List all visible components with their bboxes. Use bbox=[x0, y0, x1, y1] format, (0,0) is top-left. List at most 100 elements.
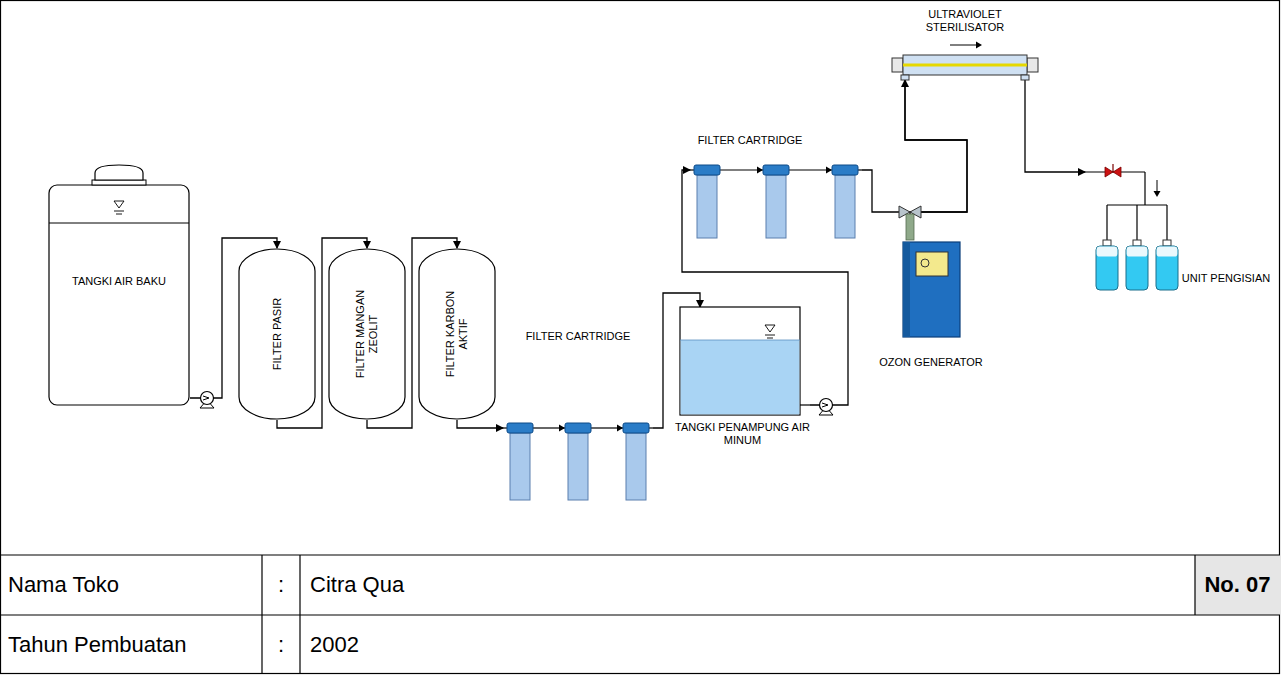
pipe bbox=[720, 169, 763, 170]
pump-symbol bbox=[200, 392, 214, 409]
pipe bbox=[789, 169, 832, 170]
water-surface bbox=[49, 223, 189, 224]
table-line bbox=[299, 555, 300, 674]
water-pipe bbox=[862, 80, 967, 212]
fill-nozzle bbox=[1166, 205, 1167, 240]
field-value: 2002 bbox=[310, 615, 1270, 674]
separator: : bbox=[262, 555, 300, 615]
filling-unit: UNIT PENGISIAN bbox=[1085, 160, 1275, 295]
bottle-neck bbox=[1133, 240, 1141, 246]
pump-body bbox=[820, 399, 833, 412]
tank-water bbox=[681, 340, 800, 414]
node-label: FILTER CARTRIDGE bbox=[690, 134, 810, 147]
pump-body bbox=[201, 392, 214, 405]
activated-carbon-filter: FILTER KARBON AKTIF bbox=[418, 248, 496, 420]
flow-arrow bbox=[1154, 191, 1161, 197]
table-line bbox=[0, 554, 1280, 555]
cartridge-filter-set-outline bbox=[690, 132, 862, 240]
bottle-top bbox=[1157, 247, 1178, 257]
ozone-knob bbox=[921, 259, 929, 267]
table-line bbox=[1194, 555, 1195, 615]
flow-direction bbox=[950, 45, 980, 46]
table-line bbox=[0, 614, 1280, 615]
pump-mark bbox=[203, 396, 209, 400]
cartridge-head bbox=[507, 423, 533, 433]
water-pipe bbox=[457, 420, 503, 428]
uv-port bbox=[901, 75, 909, 80]
pipe bbox=[858, 169, 862, 170]
raw-water-tank: TANGKI AIR BAKU bbox=[48, 163, 190, 406]
bottle-body bbox=[1126, 246, 1148, 290]
drinking-water-tank: TANGKI PENAMPUNG AIR MINUM bbox=[675, 307, 810, 455]
pump-mark bbox=[822, 403, 828, 407]
water-pipe bbox=[905, 80, 967, 240]
bottle-neck bbox=[1103, 240, 1111, 246]
cartridge-filter-set-outline bbox=[503, 328, 653, 502]
ozone-generator: OZON GENERATOR bbox=[876, 240, 986, 372]
cartridge-head bbox=[763, 165, 789, 175]
field-name: Tahun Pembuatan bbox=[8, 615, 258, 674]
water-surface bbox=[680, 340, 800, 341]
filter-vessel bbox=[419, 249, 495, 419]
node-label: FILTER MANGAN ZEOLIT bbox=[354, 279, 380, 389]
water-pipe bbox=[1025, 80, 1085, 172]
pipe bbox=[649, 427, 653, 428]
cartridge-housing bbox=[510, 433, 530, 500]
uv-lamp bbox=[903, 64, 1027, 67]
water-level-symbol bbox=[114, 201, 124, 208]
pipe bbox=[503, 427, 507, 428]
table-line bbox=[261, 555, 262, 674]
number-cell-ground bbox=[1195, 555, 1280, 615]
filter-vessel bbox=[329, 249, 405, 419]
cartridge-housing bbox=[697, 175, 717, 238]
cartridge-housing bbox=[626, 433, 646, 500]
node-label: UNIT PENGISIAN bbox=[1180, 272, 1272, 285]
bottle-top bbox=[1127, 247, 1148, 257]
manganese-zeolite-filter: FILTER MANGAN ZEOLIT bbox=[328, 248, 406, 420]
water-level-symbol bbox=[765, 325, 775, 332]
sand-filter: FILTER PASIR bbox=[238, 248, 316, 420]
cartridge-head bbox=[832, 165, 858, 175]
water-level-line bbox=[765, 335, 775, 336]
uv-end-cap bbox=[1027, 58, 1038, 72]
bottle-top bbox=[1097, 247, 1118, 257]
sheet-number: No. 07 bbox=[1195, 555, 1280, 615]
node-label: OZON GENERATOR bbox=[876, 356, 986, 369]
tank-rim bbox=[92, 180, 146, 185]
field-name: Nama Toko bbox=[8, 555, 258, 615]
node-label: FILTER KARBON AKTIF bbox=[444, 279, 470, 389]
fill-nozzle bbox=[1136, 205, 1137, 240]
bottle-body bbox=[1096, 246, 1118, 290]
cartridge-filter-set: FILTER CARTRIDGE bbox=[690, 132, 862, 240]
cartridge-head bbox=[623, 423, 649, 433]
ozone-cabinet bbox=[903, 242, 960, 337]
water-level-line bbox=[116, 214, 122, 215]
flow-arrow bbox=[826, 167, 832, 174]
flow-arrow bbox=[757, 167, 763, 174]
ozone-hose bbox=[906, 214, 914, 240]
cartridge-housing bbox=[835, 175, 855, 238]
bottle-neck bbox=[1163, 240, 1171, 246]
fill-nozzle bbox=[1106, 205, 1107, 240]
cartridge-head bbox=[565, 423, 591, 433]
pipe bbox=[690, 169, 694, 170]
pump-symbol bbox=[819, 399, 833, 416]
water-level-line bbox=[767, 338, 773, 339]
pipe bbox=[1144, 172, 1145, 205]
ozone-injector bbox=[899, 206, 921, 240]
node-label: TANGKI AIR BAKU bbox=[54, 275, 184, 288]
node-label: TANGKI PENAMPUNG AIR MINUM bbox=[675, 421, 810, 447]
cartridge-filter-set: FILTER CARTRIDGE bbox=[503, 328, 653, 502]
uv-sterilizer: ULTRAVIOLET STERILISATOR bbox=[890, 8, 1040, 80]
ozone-display bbox=[916, 252, 948, 276]
tank-body bbox=[49, 185, 189, 405]
uv-end-cap bbox=[892, 58, 903, 72]
tank-body bbox=[680, 307, 800, 415]
flow-arrow bbox=[976, 42, 982, 49]
node-label: FILTER PASIR bbox=[271, 279, 284, 389]
